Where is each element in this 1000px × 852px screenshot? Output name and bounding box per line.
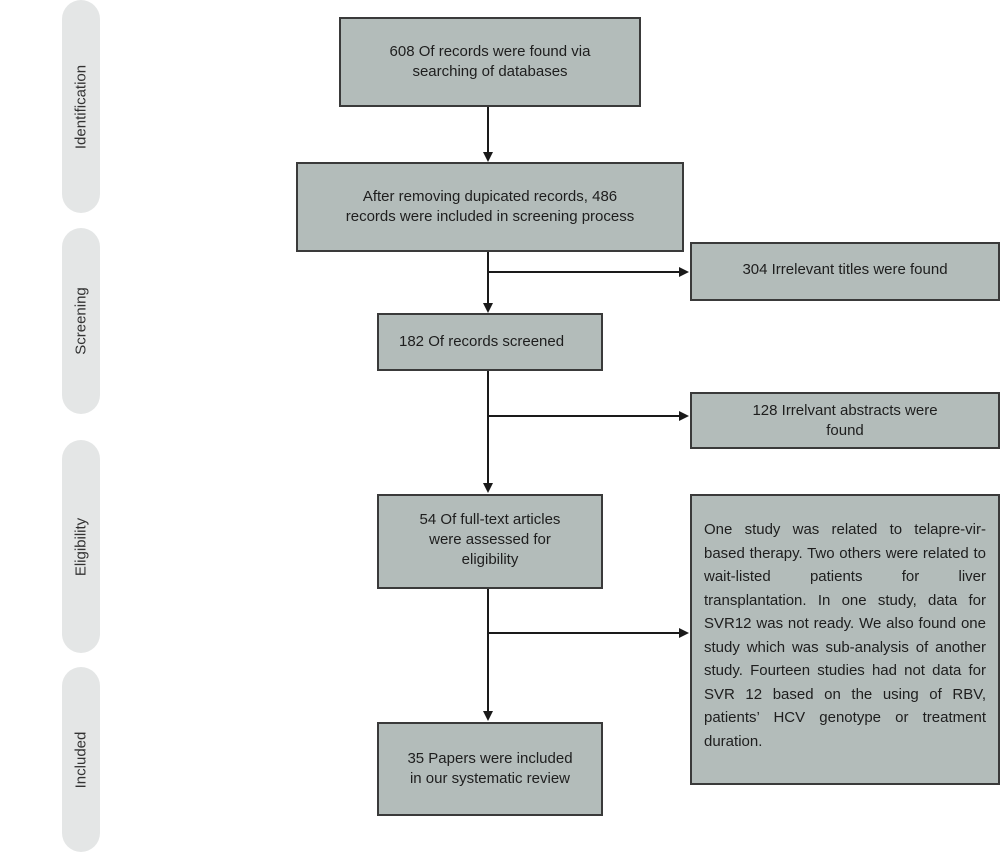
box-irrelevant-abstracts: 128 Irrelvant abstracts were found xyxy=(690,392,1000,449)
box-records-found: 608 Of records were found via searching … xyxy=(339,17,641,107)
box-after-dedup: After removing dupicated records, 486 re… xyxy=(296,162,684,252)
stage-included: Included xyxy=(62,667,100,852)
box-papers-included: 35 Papers were included in our systemati… xyxy=(377,722,603,816)
fulltext-assessed-text: 54 Of full-text articles were assessed f… xyxy=(419,511,561,568)
box-records-screened: 182 Of records screened xyxy=(377,313,603,371)
box-exclusion-details: One study was related to telapre-vir-bas… xyxy=(690,494,1000,785)
irrelevant-titles-text: 304 Irrelevant titles were found xyxy=(742,261,948,278)
papers-included-text: 35 Papers were included in our systemati… xyxy=(407,750,573,787)
exclusion-details-text: One study was related to telapre-vir-bas… xyxy=(704,521,986,750)
irrelevant-abstracts-text: 128 Irrelvant abstracts were found xyxy=(752,401,938,439)
stage-eligibility: Eligibility xyxy=(62,440,100,653)
stage-identification: Identification xyxy=(62,0,100,213)
box-irrelevant-titles: 304 Irrelevant titles were found xyxy=(690,242,1000,301)
after-dedup-text: After removing dupicated records, 486 re… xyxy=(345,188,635,225)
stage-screening: Screening xyxy=(62,228,100,414)
box-fulltext-assessed: 54 Of full-text articles were assessed f… xyxy=(377,494,603,589)
records-screened-text: 182 Of records screened xyxy=(399,333,565,350)
records-found-text: 608 Of records were found via searching … xyxy=(389,43,591,80)
